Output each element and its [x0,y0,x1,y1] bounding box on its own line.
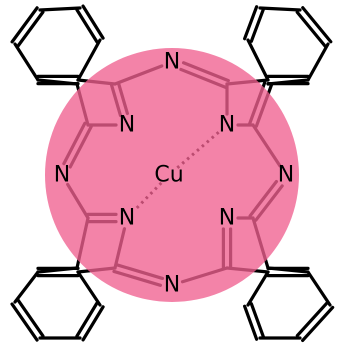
atom-label: Cu [154,163,183,188]
atom-label: N [119,113,135,138]
single-bond [266,266,310,274]
atom-n-pyrrole-tr: N [219,113,235,138]
double-bond [75,301,99,338]
double-bond [10,302,39,342]
double-bond [75,8,99,44]
atom-label: N [164,273,180,298]
double-bond [295,10,327,48]
single-bond [36,78,79,86]
double-bond [243,5,259,41]
single-bond [246,38,270,82]
single-bond [246,270,270,307]
single-bond [76,270,102,307]
atom-label: N [119,206,135,231]
double-bond [243,304,259,341]
atom-n-pyrrole-tl: N [119,113,135,138]
double-bond [16,298,45,338]
double-bond [81,4,105,40]
atom-label: N [278,163,294,188]
single-bond [36,266,79,274]
double-bond [16,10,45,48]
double-bond [81,305,105,342]
atom-label: N [164,50,180,75]
atom-n-bridge-right: N [278,163,294,188]
single-bond [38,6,82,12]
single-bond [76,38,102,82]
atom-cu: Cu [154,163,183,188]
single-bond [258,6,302,12]
highlight-circle [45,48,299,302]
double-bond [301,305,335,343]
double-bond [295,300,329,338]
atom-label: N [219,206,235,231]
double-bond [301,6,333,44]
atom-n-bridge-top: N [164,50,180,75]
single-bond [306,42,330,82]
double-bond [249,302,265,339]
atom-label: N [54,163,70,188]
atom-n-bridge-bottom: N [164,273,180,298]
atom-n-bridge-left: N [54,163,70,188]
double-bond [10,6,39,44]
atom-n-pyrrole-br: N [219,206,235,231]
single-bond [13,270,40,304]
atom-label: N [219,113,235,138]
single-bond [13,42,40,82]
single-bond [306,270,332,307]
double-bond [249,7,265,43]
atom-n-pyrrole-bl: N [119,206,135,231]
single-bond [266,78,310,86]
